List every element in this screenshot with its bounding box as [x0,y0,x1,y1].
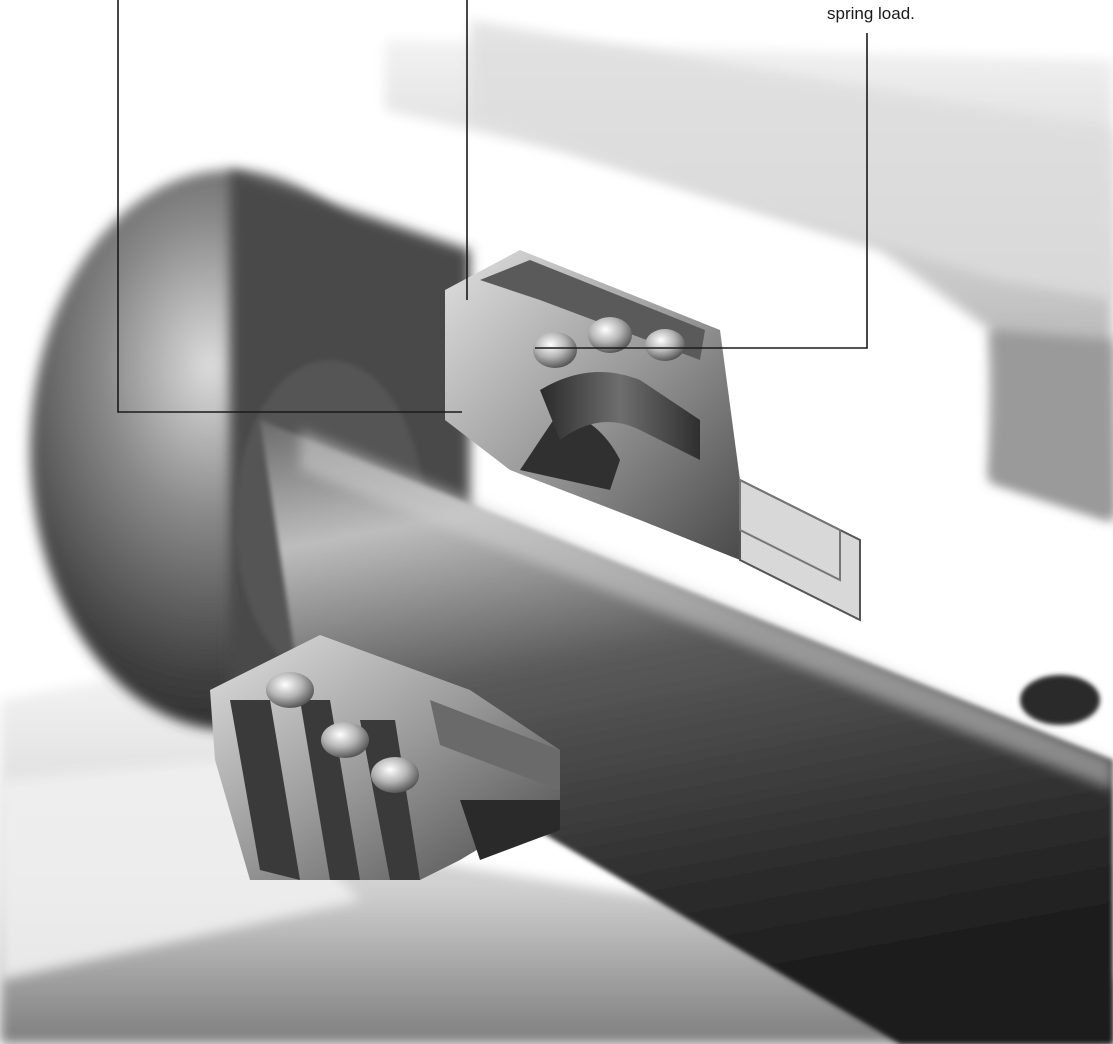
callout-label-spring-load: spring load. [827,4,915,23]
leader-line-3 [535,33,868,349]
seal-ring-upper [445,250,861,622]
leader-lines [117,0,868,413]
leader-line-1 [117,0,462,413]
shaft [260,420,1113,1044]
coil-spring-lower [266,672,419,793]
upper-housing [385,20,1113,520]
coil-spring-upper [533,317,685,368]
